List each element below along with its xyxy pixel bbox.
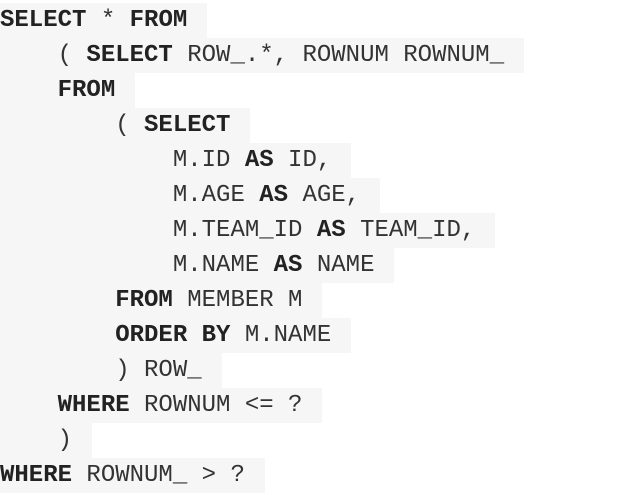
- indent: [0, 147, 173, 174]
- sql-code-block: SELECT * FROM ( SELECT ROW_.*, ROWNUM RO…: [0, 3, 525, 493]
- keyword-select: SELECT: [144, 112, 231, 139]
- code-token: ) ROW_: [115, 357, 202, 384]
- code-token: TEAM_ID,: [345, 217, 476, 244]
- code-token: ROWNUM <= ?: [129, 392, 303, 419]
- indent: [0, 217, 173, 244]
- keyword-select: SELECT: [0, 7, 87, 34]
- keyword-order-by: ORDER BY: [115, 322, 231, 349]
- indent: [0, 392, 58, 419]
- keyword-from: FROM: [115, 287, 173, 314]
- code-line-12: WHERE ROWNUM <= ?: [0, 388, 323, 423]
- indent: [0, 427, 58, 454]
- code-line-9: FROM MEMBER M: [0, 283, 323, 318]
- code-line-4: ( SELECT: [0, 108, 251, 143]
- keyword-from: FROM: [129, 7, 188, 34]
- keyword-as: AS: [273, 252, 303, 279]
- indent: [0, 322, 115, 349]
- keyword-as: AS: [316, 217, 346, 244]
- code-line-1: SELECT * FROM: [0, 3, 208, 38]
- code-token: (: [57, 42, 87, 69]
- code-token: M.ID: [172, 147, 245, 174]
- indent: [0, 42, 58, 69]
- code-token: ): [57, 427, 73, 454]
- indent: [0, 112, 115, 139]
- code-line-8: M.NAME AS NAME: [0, 248, 395, 283]
- code-line-14: WHERE ROWNUM_ > ?: [0, 458, 265, 493]
- code-token: ID,: [273, 147, 332, 174]
- indent: [0, 252, 173, 279]
- indent: [0, 182, 173, 209]
- code-token: MEMBER M: [172, 287, 303, 314]
- code-line-13: ): [0, 423, 93, 458]
- code-token: ROWNUM_ > ?: [72, 462, 245, 489]
- keyword-as: AS: [244, 147, 274, 174]
- keyword-as: AS: [259, 182, 289, 209]
- code-line-7: M.TEAM_ID AS TEAM_ID,: [0, 213, 496, 248]
- indent: [0, 77, 58, 104]
- indent: [0, 287, 115, 314]
- code-token: NAME: [302, 252, 375, 279]
- keyword-where: WHERE: [57, 392, 130, 419]
- code-line-10: ORDER BY M.NAME: [0, 318, 352, 353]
- code-token: M.TEAM_ID: [172, 217, 317, 244]
- code-token: M.NAME: [230, 322, 332, 349]
- code-token: ROW_.*, ROWNUM ROWNUM_: [172, 42, 505, 69]
- keyword-where: WHERE: [0, 462, 73, 489]
- keyword-select: SELECT: [86, 42, 173, 69]
- code-token: M.AGE: [172, 182, 260, 209]
- code-token: M.NAME: [172, 252, 274, 279]
- code-line-11: ) ROW_: [0, 353, 222, 388]
- code-line-3: FROM: [0, 73, 136, 108]
- code-line-6: M.AGE AS AGE,: [0, 178, 381, 213]
- code-token: *: [86, 7, 130, 34]
- code-line-5: M.ID AS ID,: [0, 143, 352, 178]
- code-line-2: ( SELECT ROW_.*, ROWNUM ROWNUM_: [0, 38, 525, 73]
- code-token: AGE,: [288, 182, 361, 209]
- code-token: (: [115, 112, 145, 139]
- keyword-from: FROM: [57, 77, 116, 104]
- indent: [0, 357, 115, 384]
